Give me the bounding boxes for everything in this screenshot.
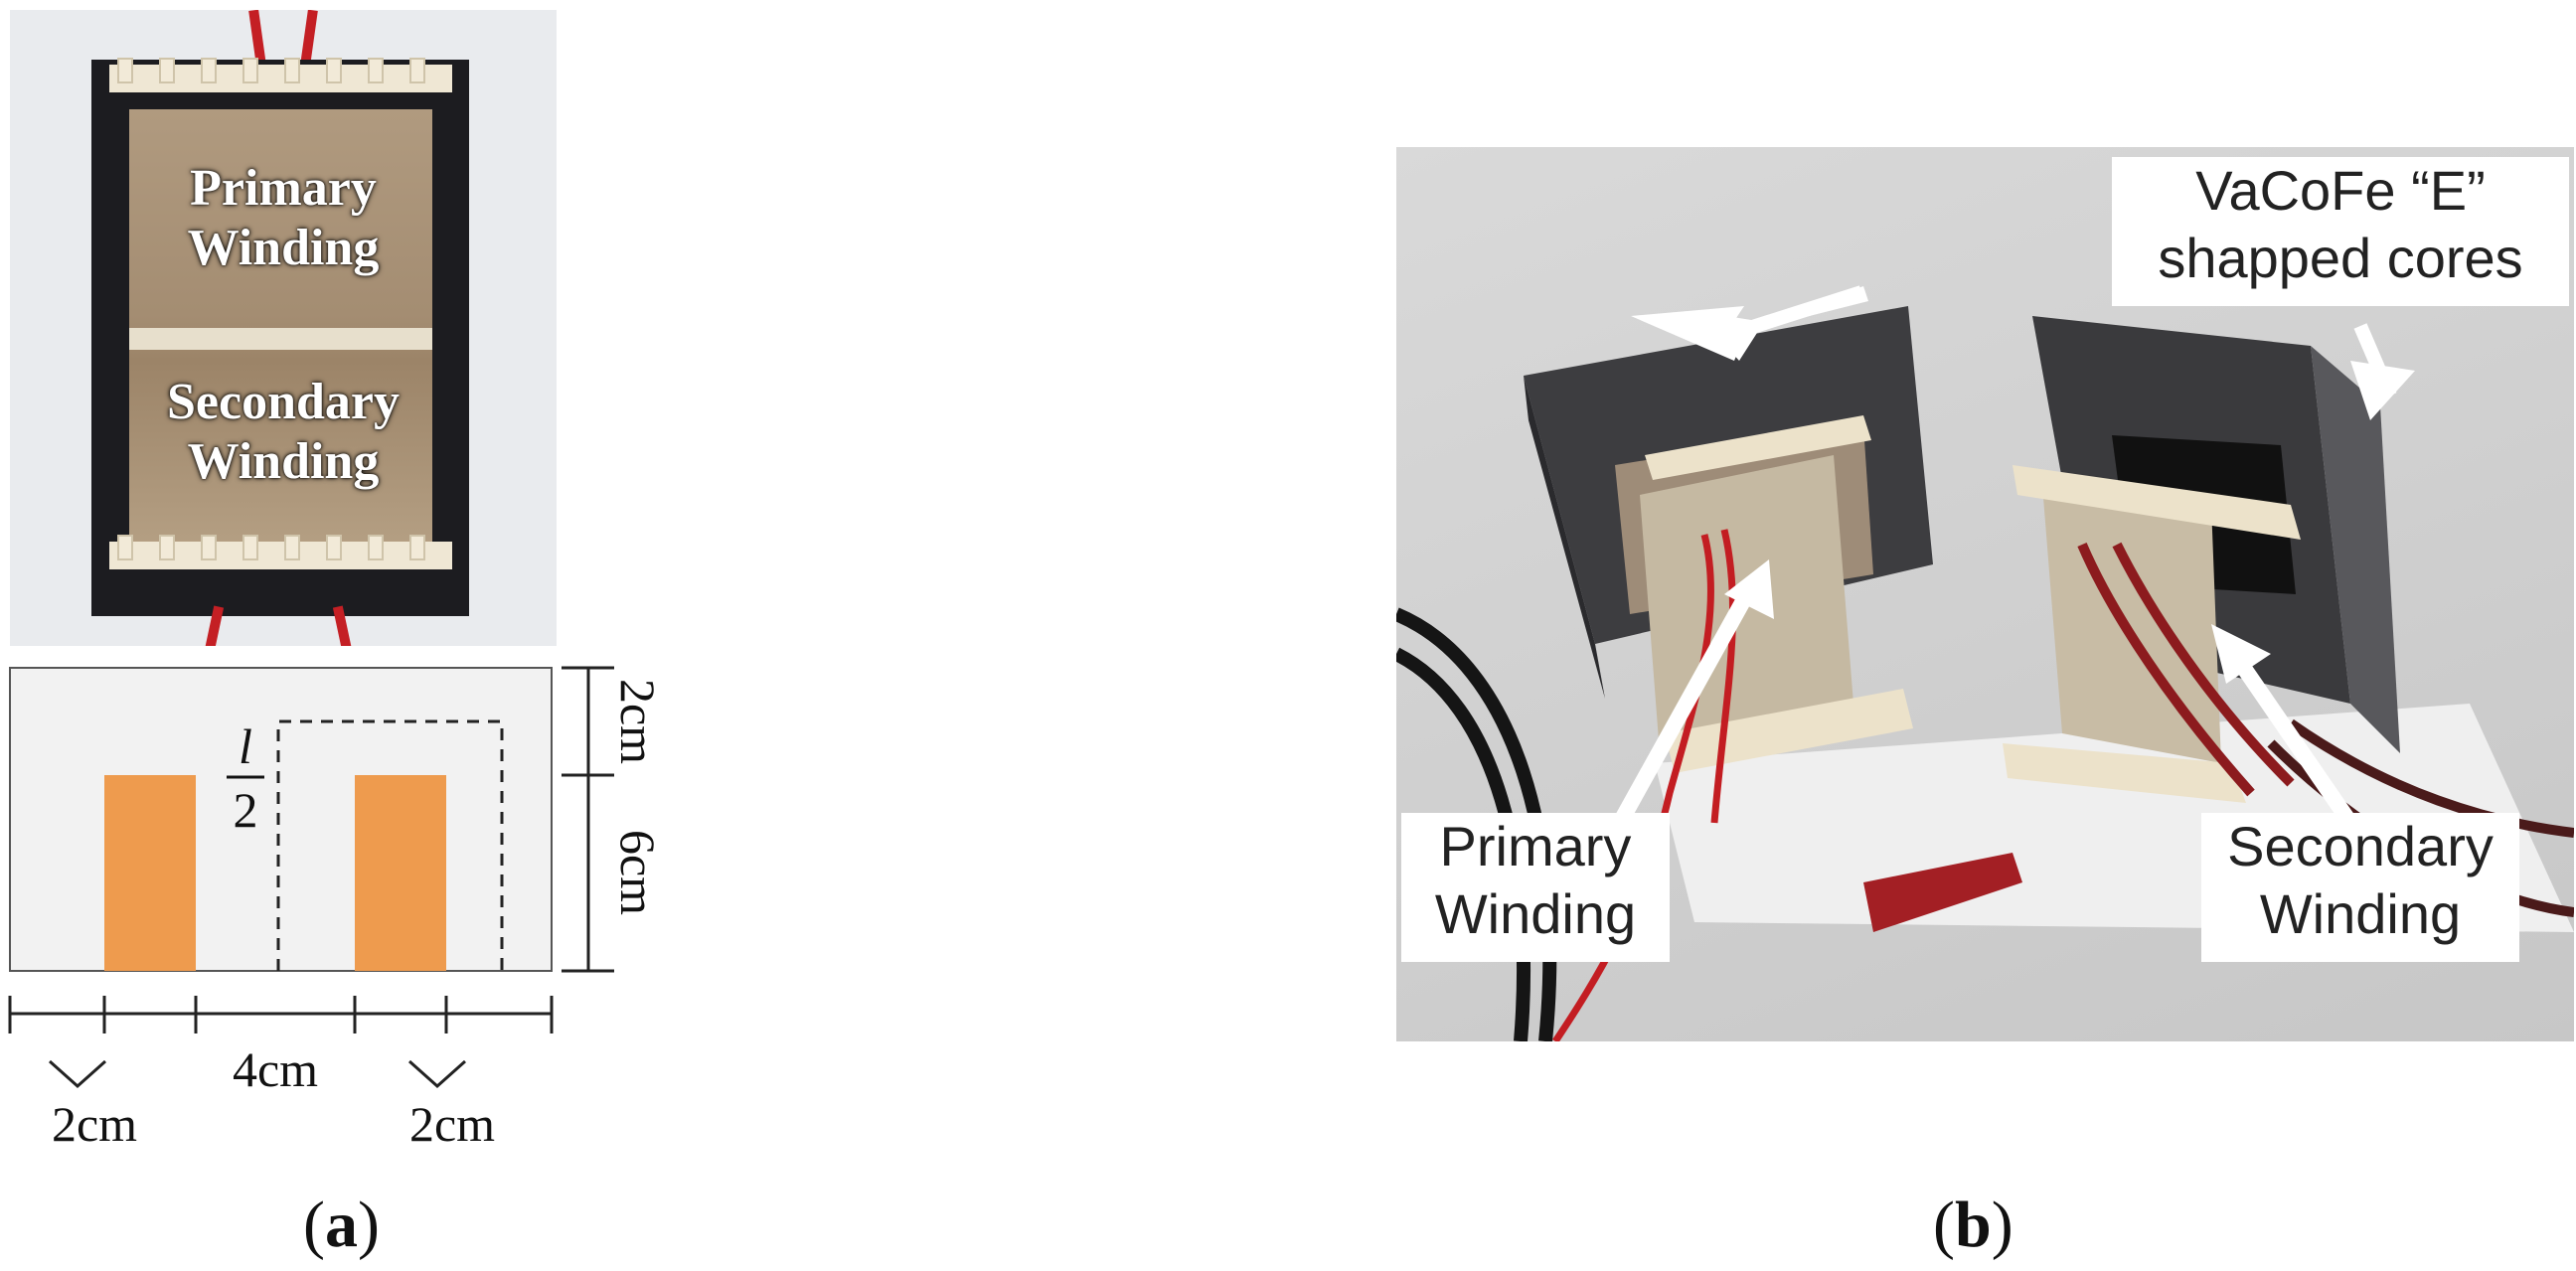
arrow-head (1724, 559, 1774, 619)
callout-arrows (1613, 285, 2415, 828)
arrow-head (2211, 624, 2271, 684)
dim-bottom-center: 4cm (233, 1041, 318, 1097)
primary-winding-label: Primary Winding (187, 160, 380, 276)
test-probe (1863, 853, 2022, 932)
secondary-winding-label: Secondary Winding (167, 374, 400, 490)
bobbin-tooth (201, 535, 217, 560)
e-core-right-edge (2311, 346, 2400, 753)
arrow-head (1694, 311, 1764, 361)
secondary-lead (2077, 543, 2255, 797)
bobbin-tooth (326, 535, 342, 560)
callout-primary-winding: Primary Winding (1401, 813, 1670, 962)
secondary-lead (2112, 542, 2295, 787)
primary-winding-block (104, 775, 196, 971)
bobbin-tooth (409, 535, 425, 560)
fraction-numerator: l (239, 718, 252, 774)
dim-right: 6cm (610, 830, 666, 915)
arrow-head (2350, 361, 2415, 420)
bobbin-tooth (284, 58, 300, 83)
bobbin-tooth (409, 58, 425, 83)
dim-bottom-left: 2cm (52, 1096, 137, 1152)
fraction-denominator: 2 (234, 782, 258, 838)
winding-dimension-diagram: l 2 2cm 6cm 4cm 2cm 2cm (8, 666, 666, 1152)
bobbin-tooth (117, 58, 133, 83)
bobbin-tooth (368, 535, 384, 560)
bobbin-tooth (284, 535, 300, 560)
primary-lead (1710, 529, 1737, 824)
dashed-path (276, 719, 504, 971)
cable (1396, 647, 1531, 1041)
bobbin-tooth (201, 58, 217, 83)
bobbin-tooth (159, 58, 175, 83)
bobbin-comb-left (1645, 415, 1871, 480)
bobbin-tooth (159, 535, 175, 560)
primary-lead (1552, 534, 1715, 1041)
bobbin-tooth (242, 535, 258, 560)
core-window-outline (9, 667, 553, 972)
callout-secondary-winding: Secondary Winding (2201, 813, 2519, 962)
bobbin-base-left (1665, 689, 1913, 773)
bobbin-tooth (242, 58, 258, 83)
dimension-bracket (49, 1059, 106, 1089)
e-core-left-edge (1524, 376, 1605, 699)
secondary-winding-block (355, 775, 446, 971)
bobbin-tooth (326, 58, 342, 83)
secondary-lead (2288, 718, 2574, 838)
caption-b: (b) (1933, 1189, 2013, 1261)
transformer-photo-b: VaCoFe “E” shapped cores Primary Winding… (1396, 147, 2574, 1041)
callout-cores: VaCoFe “E” shapped cores (2112, 157, 2569, 306)
caption-a: (a) (303, 1189, 380, 1261)
bobbin-tooth (368, 58, 384, 83)
dim-top-right: 2cm (610, 679, 666, 764)
bobbin-tooth (117, 535, 133, 560)
bobbin-comb-right (2012, 465, 2301, 540)
transformer-photo-a: Primary Winding Secondary Winding (10, 10, 557, 646)
dim-bottom-right: 2cm (409, 1096, 495, 1152)
bobbin-divider (129, 328, 432, 350)
dimension-bracket (408, 1059, 466, 1089)
bobbin-base-right (2003, 743, 2246, 803)
